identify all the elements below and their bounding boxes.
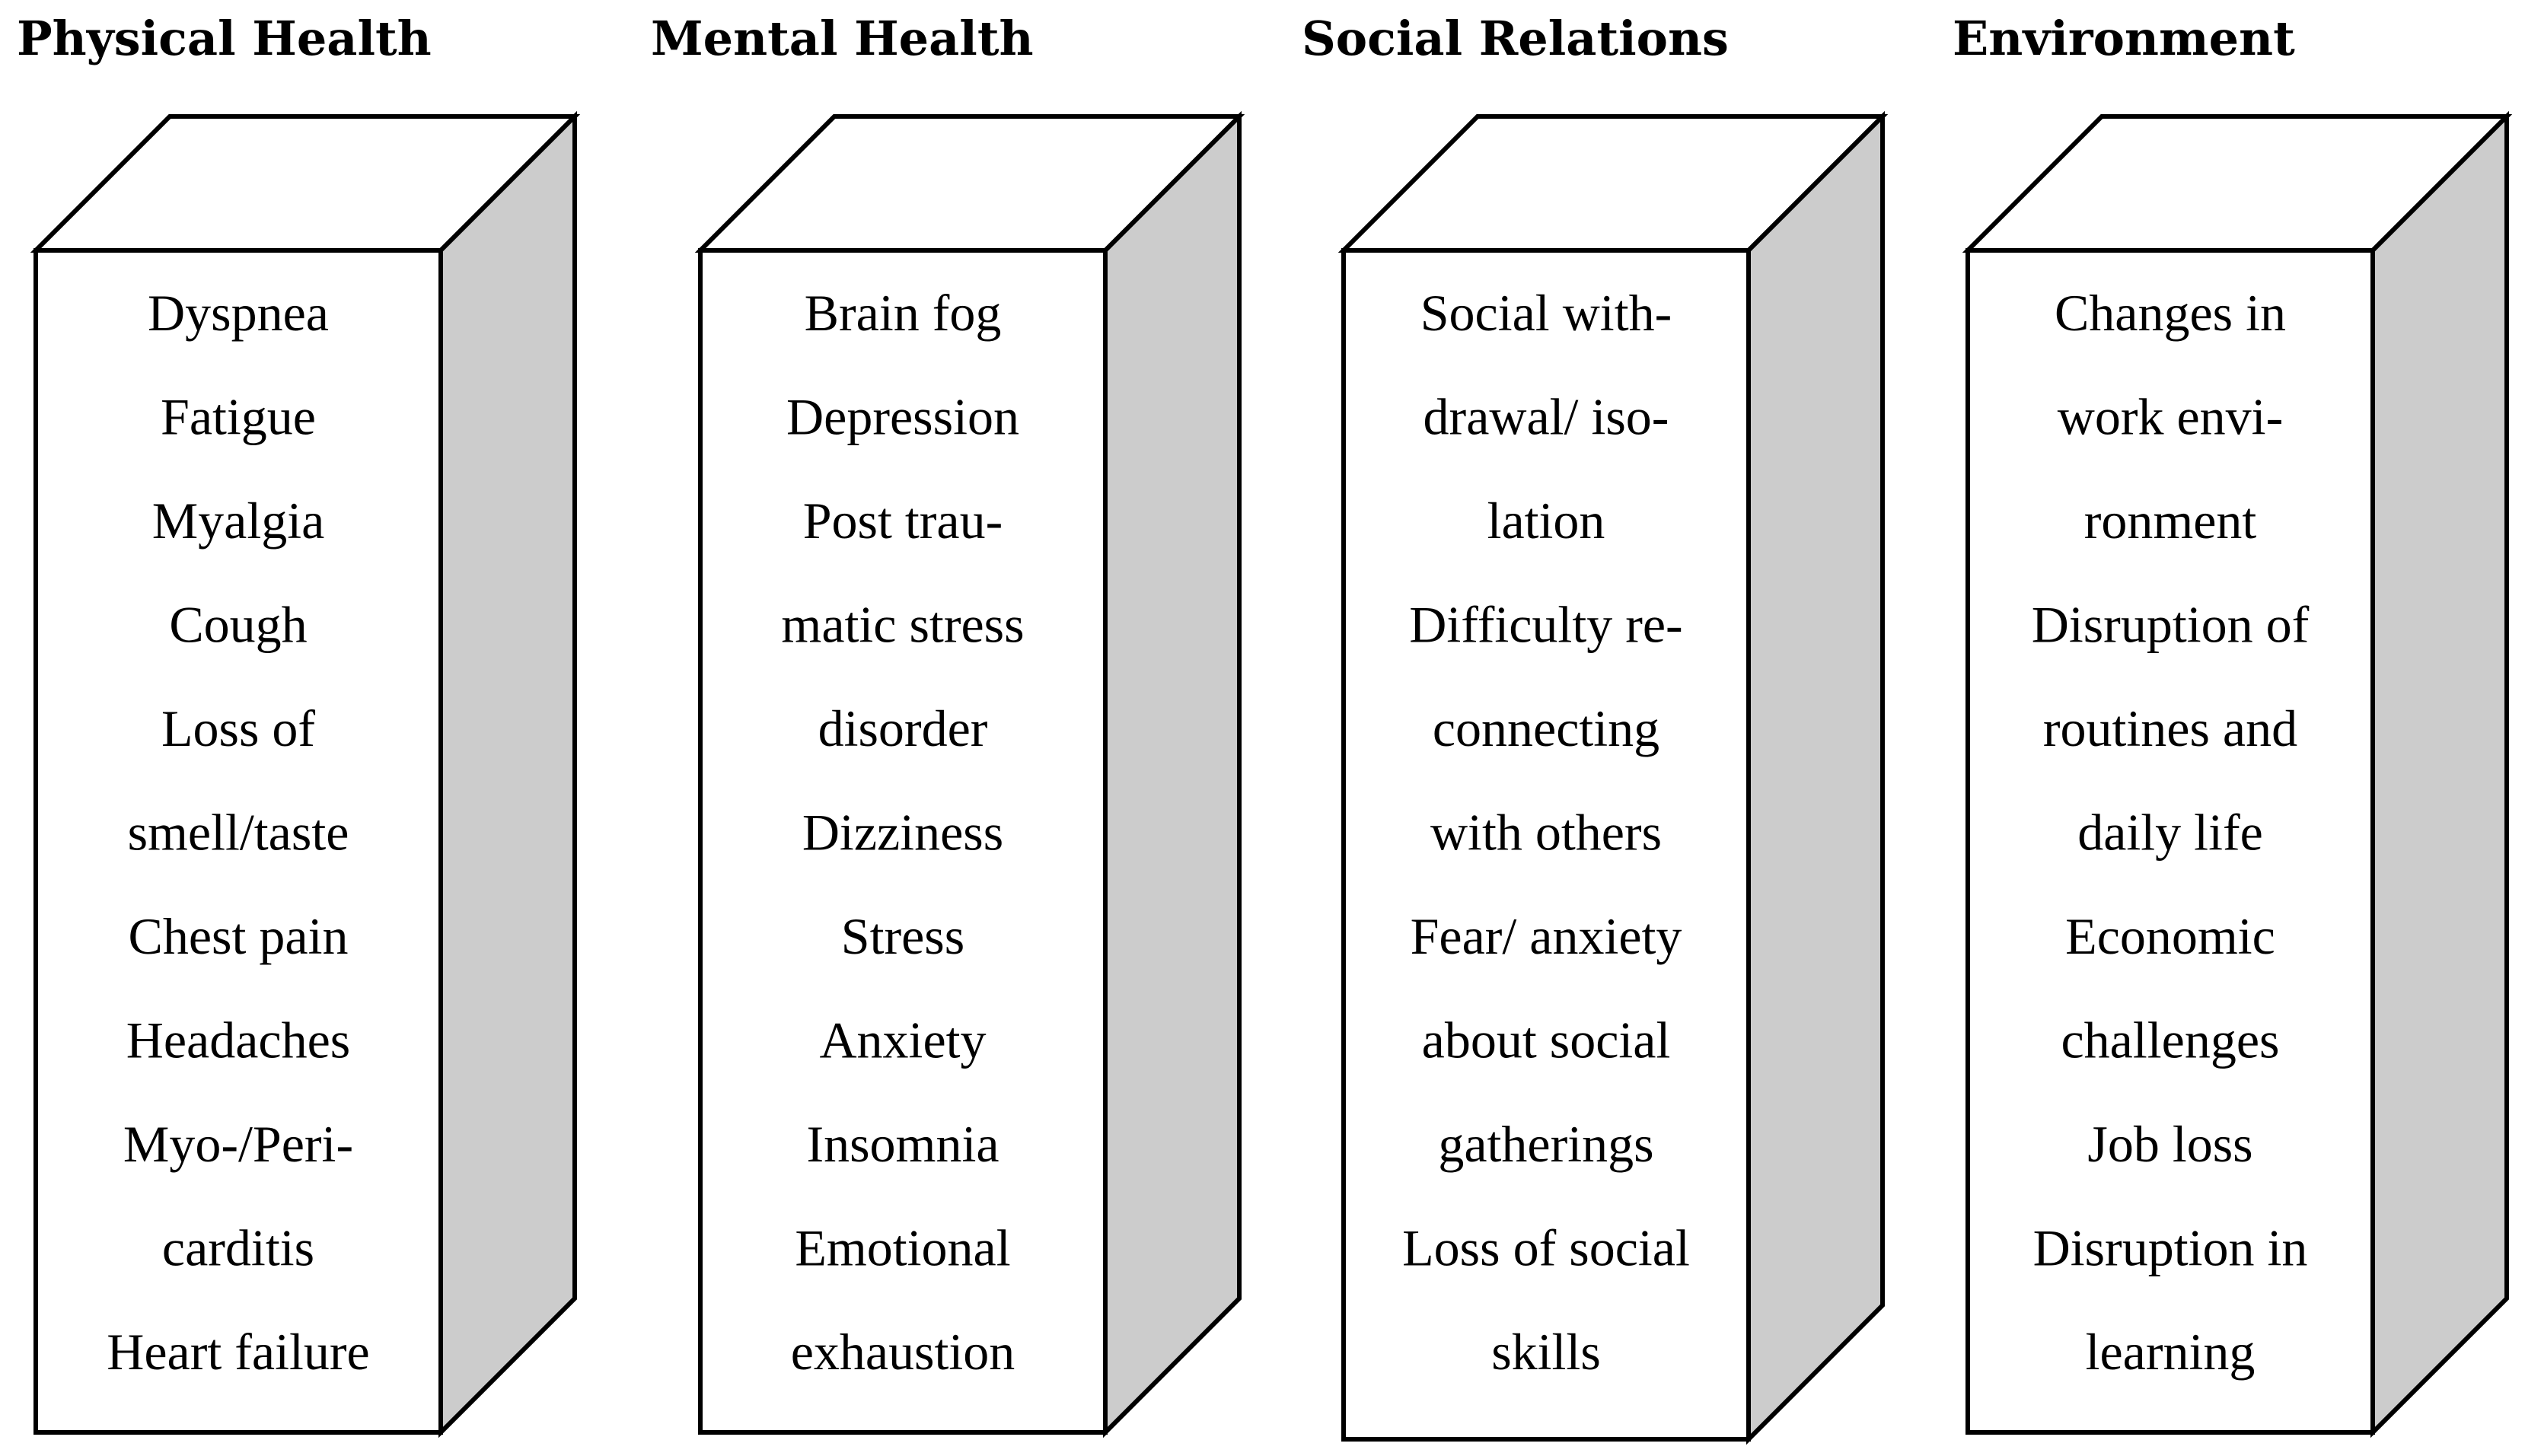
item-line: Disruption in (2033, 1219, 2308, 1277)
item-line: skills (1491, 1323, 1601, 1381)
item-line: work envi- (2058, 388, 2283, 446)
box-front-face (33, 248, 443, 1435)
category-title: Social Relations (1302, 11, 1729, 66)
item-line: connecting (1433, 699, 1659, 757)
item-line: ronment (2084, 492, 2257, 550)
item-line: Fatigue (161, 388, 316, 446)
item-line: disorder (818, 699, 988, 757)
item-line: matic stress (781, 596, 1024, 654)
item-line: Cough (169, 596, 307, 654)
box-front-face (1341, 248, 1751, 1442)
item-line: daily life (2077, 804, 2263, 862)
item-line: about social (1422, 1012, 1671, 1069)
category-title: Environment (1953, 11, 2295, 66)
item-line: Insomnia (806, 1115, 999, 1173)
box-side-face (2370, 110, 2509, 1438)
item-line: Social with- (1420, 284, 1672, 342)
item-line: Fear/ anxiety (1411, 907, 1682, 965)
item-line: Dizziness (802, 804, 1003, 862)
item-line: Emotional (795, 1219, 1010, 1277)
item-line: carditis (162, 1219, 314, 1277)
item-line: Chest pain (129, 907, 349, 965)
item-line: Changes in (2055, 284, 2286, 342)
item-line: Loss of social (1402, 1219, 1690, 1277)
category-title: Mental Health (651, 11, 1034, 66)
item-line: Brain fog (805, 284, 1002, 342)
box-side-face (1746, 110, 1885, 1445)
item-line: exhaustion (791, 1323, 1015, 1381)
item-line: Post trau- (803, 492, 1003, 550)
item-line: with others (1430, 804, 1662, 862)
box-front-face (1965, 248, 2375, 1435)
item-line: Myo-/Peri- (123, 1115, 353, 1173)
item-line: Stress (841, 907, 964, 965)
item-line: challenges (2061, 1012, 2280, 1069)
item-line: Disruption of (2032, 596, 2310, 654)
box-front-face (698, 248, 1108, 1435)
item-line: Headaches (126, 1012, 350, 1069)
box-side-face (438, 110, 577, 1438)
item-line: Myalgia (152, 492, 325, 550)
item-line: drawal/ iso- (1424, 388, 1669, 446)
item-line: Depression (786, 388, 1019, 446)
item-line: Job loss (2087, 1115, 2252, 1173)
item-line: Anxiety (819, 1012, 986, 1069)
item-line: lation (1487, 492, 1605, 550)
item-line: routines and (2043, 699, 2297, 757)
box-side-face (1103, 110, 1242, 1438)
item-line: learning (2086, 1323, 2256, 1381)
category-physical-health: Physical HealthDyspneaFatigueMyalgiaCoug… (17, 11, 581, 1438)
item-line: gatherings (1438, 1115, 1653, 1173)
category-title: Physical Health (17, 11, 432, 66)
item-line: Difficulty re- (1409, 596, 1682, 654)
item-line: Dyspnea (148, 284, 329, 342)
item-line: Economic (2065, 907, 2275, 965)
item-line: Loss of (161, 699, 315, 757)
item-line: Heart failure (107, 1323, 369, 1381)
item-line: smell/taste (128, 804, 349, 862)
